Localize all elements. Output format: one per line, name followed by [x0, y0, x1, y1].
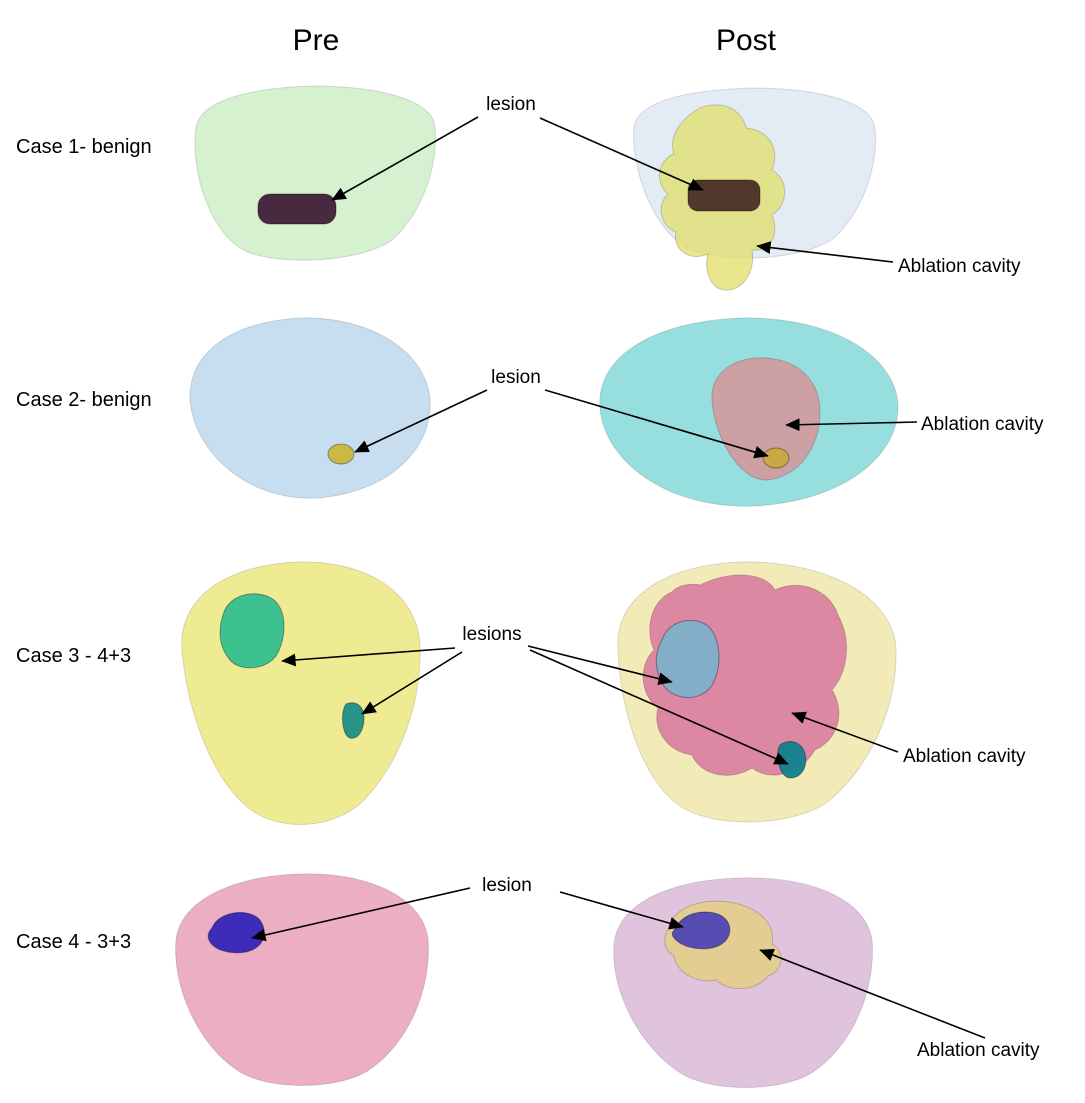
case4-lesion-arrow-post [559, 891, 684, 930]
case3-post-lesion-2 [777, 741, 807, 779]
case4-label: Case 4 - 3+3 [16, 931, 131, 953]
case4-pre-lesion [207, 912, 265, 954]
case1-ablation-arrow [756, 241, 894, 263]
case2-lesion-annotation: lesion [491, 367, 541, 388]
case3-lesion-arrow-post-2 [529, 649, 789, 765]
case2-ablation-annotation: Ablation cavity [921, 414, 1044, 435]
case1-lesion-arrow-pre [331, 116, 479, 201]
case3-ablation-arrow [791, 711, 899, 753]
case3-post-lesion-1 [655, 619, 720, 698]
column-header-post: Post [716, 24, 777, 57]
case3-ablation-annotation: Ablation cavity [903, 746, 1026, 767]
case2-pre-organ [189, 317, 431, 499]
case1-post-lesion [687, 179, 761, 212]
case3-pre-lesion-1 [219, 593, 285, 669]
case3-lesions-annotation: lesions [462, 624, 521, 645]
case4-ablation-arrow [759, 948, 986, 1039]
case4-post-lesion [671, 911, 731, 950]
case4-ablation-annotation: Ablation cavity [917, 1040, 1040, 1061]
case3-pre-lesion-2 [342, 702, 365, 739]
case2-ablation-arrow [785, 418, 918, 432]
case1-pre-organ [194, 85, 436, 261]
case4-lesion-arrow-pre [251, 887, 471, 942]
case1-lesion-arrow-post [539, 117, 704, 191]
case3-lesion-arrow-post-1 [527, 645, 673, 685]
case1-pre-lesion [257, 193, 337, 225]
case4-lesion-annotation: lesion [482, 875, 532, 896]
case3-label: Case 3 - 4+3 [16, 645, 131, 667]
column-header-pre: Pre [293, 24, 340, 57]
case1-label: Case 1- benign [16, 136, 152, 158]
case3-lesion-arrow-pre-1 [281, 647, 456, 667]
case1-ablation-annotation: Ablation cavity [898, 256, 1021, 277]
case2-lesion-arrow-pre [354, 389, 488, 453]
case2-lesion-arrow-post [544, 389, 769, 459]
case2-post-lesion [762, 447, 790, 469]
case2-post-ablation-cavity [711, 357, 821, 481]
case3-lesion-arrow-pre-2 [361, 651, 463, 715]
case2-pre-lesion [327, 443, 355, 465]
case3-pre-organ [181, 561, 421, 825]
case2-label: Case 2- benign [16, 389, 152, 411]
case1-lesion-annotation: lesion [486, 94, 536, 115]
